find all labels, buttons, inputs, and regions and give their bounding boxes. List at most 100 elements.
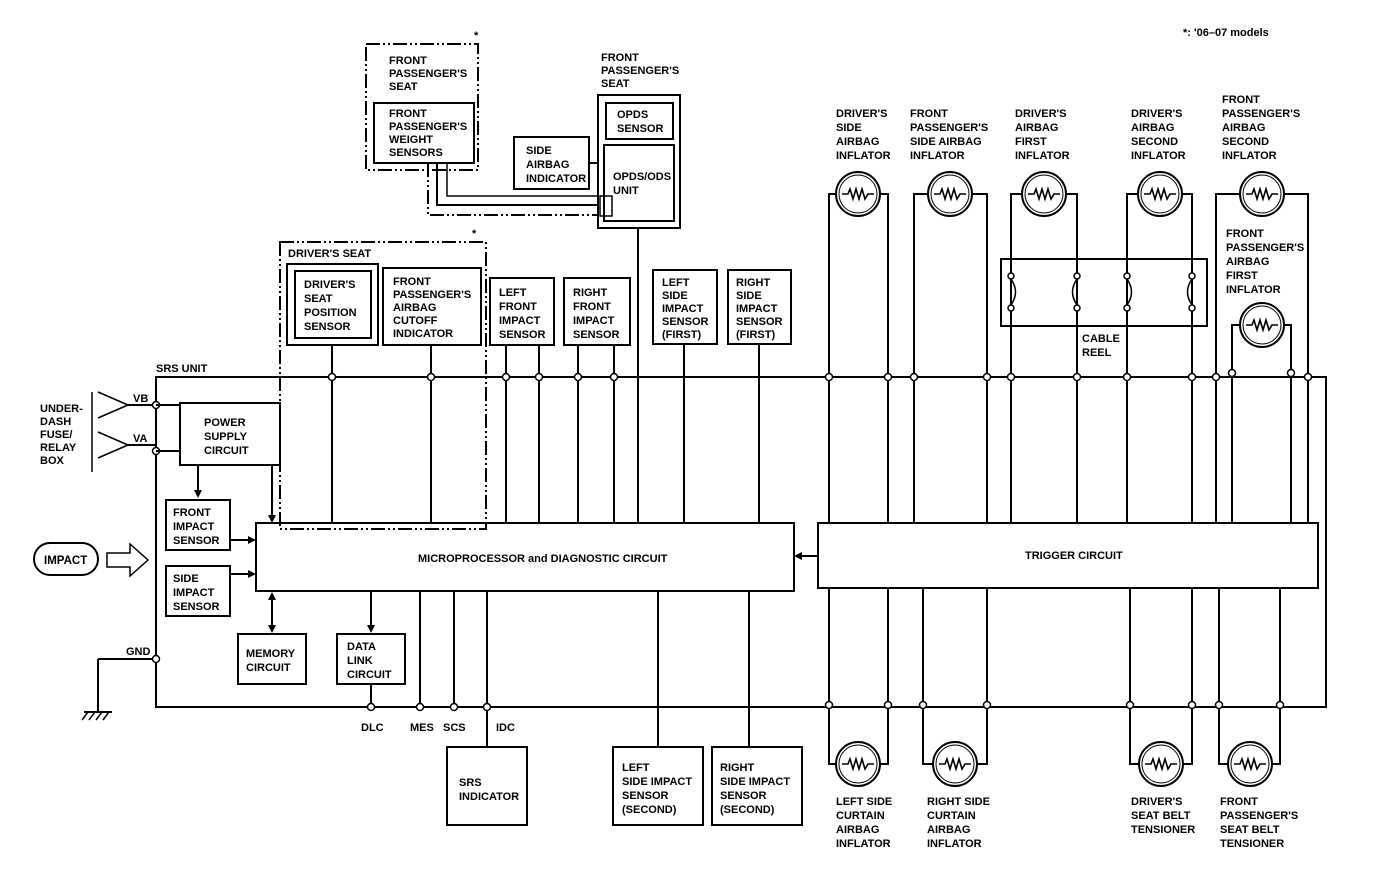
svg-text:DATA: DATA <box>347 641 376 653</box>
right-side-impact-sensor-second <box>711 746 803 826</box>
right-side-impact-sensor-first <box>727 269 792 345</box>
svg-text:AIRBAG: AIRBAG <box>927 824 970 836</box>
svg-text:INFLATOR: INFLATOR <box>1222 150 1277 162</box>
resistor-icon <box>932 741 978 787</box>
svg-text:MICROPROCESSOR and DIAGNOSTIC: MICROPROCESSOR and DIAGNOSTIC CIRCUIT <box>418 553 668 565</box>
svg-text:AIRBAG: AIRBAG <box>526 159 569 171</box>
svg-text:RELAY: RELAY <box>40 442 77 454</box>
svg-text:(SECOND): (SECOND) <box>622 804 677 816</box>
vb-connector-icon <box>97 391 130 419</box>
side-impact-sensor <box>165 565 231 617</box>
top-inflator-2: FRONT PASSENGER'S SIDE AIRBAG INFLATOR <box>909 108 992 523</box>
right-front-impact-sensor <box>563 277 631 346</box>
svg-text:SIDE: SIDE <box>736 290 762 302</box>
svg-text:AIRBAG: AIRBAG <box>836 136 879 148</box>
svg-text:PASSENGER'S: PASSENGER'S <box>389 68 467 80</box>
svg-text:INFLATOR: INFLATOR <box>927 838 982 850</box>
front-passenger-airbag-cutoff-indicator <box>382 267 482 346</box>
svg-text:PASSENGER'S: PASSENGER'S <box>1226 242 1304 254</box>
cable-reel-coil-icon <box>1007 272 1196 312</box>
svg-text:OPDS: OPDS <box>617 109 648 121</box>
resistor-icon <box>927 171 973 217</box>
resistor-icon <box>835 741 881 787</box>
svg-text:(FIRST): (FIRST) <box>736 329 775 341</box>
svg-text:SENSOR: SENSOR <box>173 601 220 613</box>
svg-text:FRONT: FRONT <box>910 108 948 120</box>
svg-text:FRONT: FRONT <box>1222 94 1260 106</box>
svg-text:(FIRST): (FIRST) <box>662 329 701 341</box>
bottom-inflator-2: RIGHT SIDE CURTAIN AIRBAG INFLATOR <box>918 588 992 850</box>
svg-text:SENSOR: SENSOR <box>720 790 767 802</box>
svg-text:SEAT: SEAT <box>389 81 418 93</box>
left-side-impact-sensor-second <box>612 746 704 826</box>
svg-text:PASSENGER'S: PASSENGER'S <box>910 122 988 134</box>
svg-text:SENSOR: SENSOR <box>499 329 546 341</box>
bottom-inflator-4: FRONT PASSENGER'S SEAT BELT TENSIONER <box>1214 588 1298 850</box>
svg-text:FRONT: FRONT <box>389 55 427 67</box>
svg-text:AIRBAG: AIRBAG <box>836 824 879 836</box>
svg-text:INFLATOR: INFLATOR <box>1226 284 1281 296</box>
svg-text:DASH: DASH <box>40 416 71 428</box>
opds-ods-unit <box>603 144 675 222</box>
svg-text:PASSENGER'S: PASSENGER'S <box>601 65 679 77</box>
trigger-circuit <box>817 522 1319 589</box>
svg-text:FIRST: FIRST <box>1015 136 1047 148</box>
resistor-icon <box>1227 741 1273 787</box>
svg-text:SENSOR: SENSOR <box>173 535 220 547</box>
svg-text:SEAT: SEAT <box>601 78 630 90</box>
svg-text:SIDE: SIDE <box>836 122 862 134</box>
impact-arrow-icon <box>106 542 150 578</box>
cable-reel <box>1000 258 1208 327</box>
svg-text:SUPPLY: SUPPLY <box>204 431 248 443</box>
bottom-inflator-1: LEFT SIDE CURTAIN AIRBAG INFLATOR <box>824 588 893 850</box>
left-front-impact-sensor <box>489 277 555 346</box>
svg-text:FIRST: FIRST <box>1226 270 1258 282</box>
svg-text:TENSIONER: TENSIONER <box>1131 824 1195 836</box>
svg-text:RIGHT: RIGHT <box>736 277 771 289</box>
svg-text:LINK: LINK <box>347 655 373 667</box>
svg-text:AIRBAG: AIRBAG <box>1015 122 1058 134</box>
svg-text:SECOND: SECOND <box>1131 136 1178 148</box>
svg-text:SIDE: SIDE <box>662 290 688 302</box>
svg-text:SENSOR: SENSOR <box>622 790 669 802</box>
svg-text:RIGHT SIDE: RIGHT SIDE <box>927 796 990 808</box>
svg-text:TRIGGER CIRCUIT: TRIGGER CIRCUIT <box>1025 550 1123 562</box>
memory-circuit <box>237 633 307 685</box>
resistor-icon <box>1239 302 1285 348</box>
svg-text:FRONT: FRONT <box>1226 228 1264 240</box>
svg-text:DRIVER'S: DRIVER'S <box>1131 108 1183 120</box>
top-inflator-1: DRIVER'S SIDE AIRBAG INFLATOR <box>824 108 893 523</box>
svg-text:RIGHT: RIGHT <box>720 762 755 774</box>
resistor-icon <box>1021 171 1067 217</box>
svg-text:TENSIONER: TENSIONER <box>1220 838 1284 850</box>
svg-text:POWER: POWER <box>204 417 246 429</box>
svg-text:DRIVER'S SEAT: DRIVER'S SEAT <box>288 248 371 260</box>
svg-text:AIRBAG: AIRBAG <box>393 302 436 314</box>
resistor-icon <box>1239 171 1285 217</box>
svg-text:SENSORS: SENSORS <box>389 147 443 159</box>
top-inflator-3: DRIVER'S AIRBAG FIRST INFLATOR <box>1006 108 1082 523</box>
svg-text:INFLATOR: INFLATOR <box>836 150 891 162</box>
svg-text:IMPACT: IMPACT <box>573 315 615 327</box>
svg-text:FRONT: FRONT <box>393 276 431 288</box>
svg-text:MEMORY: MEMORY <box>246 648 296 660</box>
svg-text:FRONT: FRONT <box>573 301 611 313</box>
svg-text:WEIGHT: WEIGHT <box>389 134 433 146</box>
svg-text:IMPACT: IMPACT <box>173 587 215 599</box>
gnd-label: GND <box>126 646 151 658</box>
svg-text:PASSENGER'S: PASSENGER'S <box>389 121 467 133</box>
svg-text:IMPACT: IMPACT <box>173 521 215 533</box>
svg-text:FRONT: FRONT <box>1220 796 1258 808</box>
fp-airbag-first-inflator: FRONT PASSENGER'S AIRBAG FIRST INFLATOR <box>1226 228 1304 523</box>
front-passenger-seat-group <box>365 43 479 171</box>
resistor-icon <box>1138 741 1184 787</box>
svg-text:CURTAIN: CURTAIN <box>836 810 885 822</box>
resistor-icon <box>835 171 881 217</box>
svg-text:SIDE AIRBAG: SIDE AIRBAG <box>910 136 982 148</box>
impact-label <box>33 542 99 576</box>
svg-text:LEFT: LEFT <box>662 277 690 289</box>
scs-terminal: SCS <box>443 722 466 734</box>
svg-text:POSITION: POSITION <box>304 307 357 319</box>
svg-text:SEAT BELT: SEAT BELT <box>1131 810 1191 822</box>
